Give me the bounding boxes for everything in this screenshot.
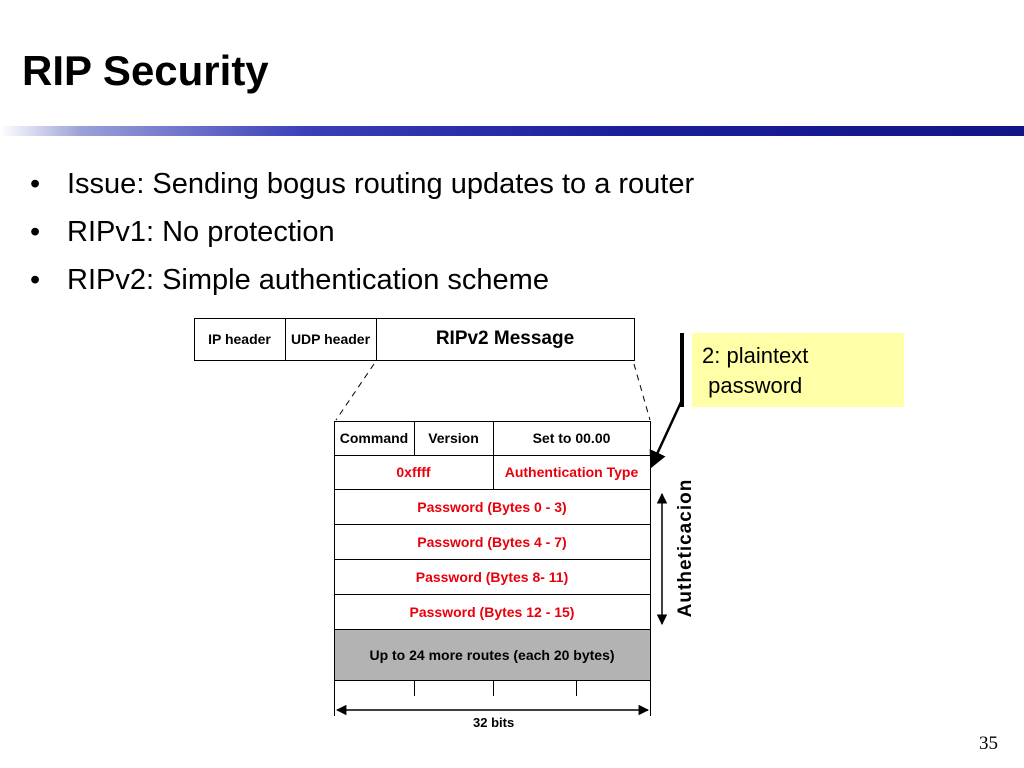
afi-field: 0xffff bbox=[396, 464, 431, 480]
set-to-field: Set to 00.00 bbox=[532, 430, 611, 446]
slide-title: RIP Security bbox=[22, 47, 269, 94]
version-field: Version bbox=[428, 430, 479, 446]
expand-line-left bbox=[335, 363, 375, 421]
ripv2-message-label: RIPv2 Message bbox=[435, 328, 575, 349]
callout-line: password bbox=[702, 373, 803, 398]
row-more-routes-box bbox=[334, 629, 651, 681]
command-field: Command bbox=[339, 430, 409, 446]
udp-header-box bbox=[285, 318, 377, 361]
bullet-item: Issue: Sending bogus routing updates to … bbox=[30, 160, 694, 208]
expand-line-right bbox=[633, 363, 651, 421]
row-header-box bbox=[334, 421, 651, 456]
row-password-box bbox=[334, 594, 651, 630]
bullet-item: RIPv1: No protection bbox=[30, 208, 694, 256]
row-auth-box bbox=[334, 455, 651, 490]
callout-pointer-arrow bbox=[649, 399, 684, 469]
auth-type-field: Authentication Type bbox=[504, 464, 639, 480]
plaintext-password-callout: 2: plaintext password bbox=[692, 333, 904, 407]
udp-header-label: UDP header bbox=[290, 331, 371, 347]
row-password-box bbox=[334, 489, 651, 525]
callout-line: 2: plaintext bbox=[702, 343, 809, 368]
row-password-box bbox=[334, 524, 651, 560]
title-divider bbox=[0, 126, 1024, 136]
row-password-box bbox=[334, 559, 651, 595]
password-row: Password (Bytes 4 - 7) bbox=[417, 533, 567, 550]
ip-header-box bbox=[194, 318, 286, 361]
bullet-item: RIPv2: Simple authentication scheme bbox=[30, 256, 694, 304]
ripv2-message-box bbox=[376, 318, 635, 361]
password-row: Password (Bytes 8- 11) bbox=[415, 568, 569, 585]
password-row: Password (Bytes 0 - 3) bbox=[417, 498, 567, 515]
width-label: 32 bits bbox=[473, 715, 515, 730]
password-row: Password (Bytes 12 - 15) bbox=[409, 603, 575, 620]
ip-header-label: IP header bbox=[208, 331, 271, 347]
page-number: 35 bbox=[979, 733, 998, 754]
more-routes-field: Up to 24 more routes (each 20 bytes) bbox=[369, 646, 615, 663]
authentication-side-label: Autheticacion bbox=[675, 478, 696, 618]
bullet-list: Issue: Sending bogus routing updates to … bbox=[30, 160, 694, 304]
